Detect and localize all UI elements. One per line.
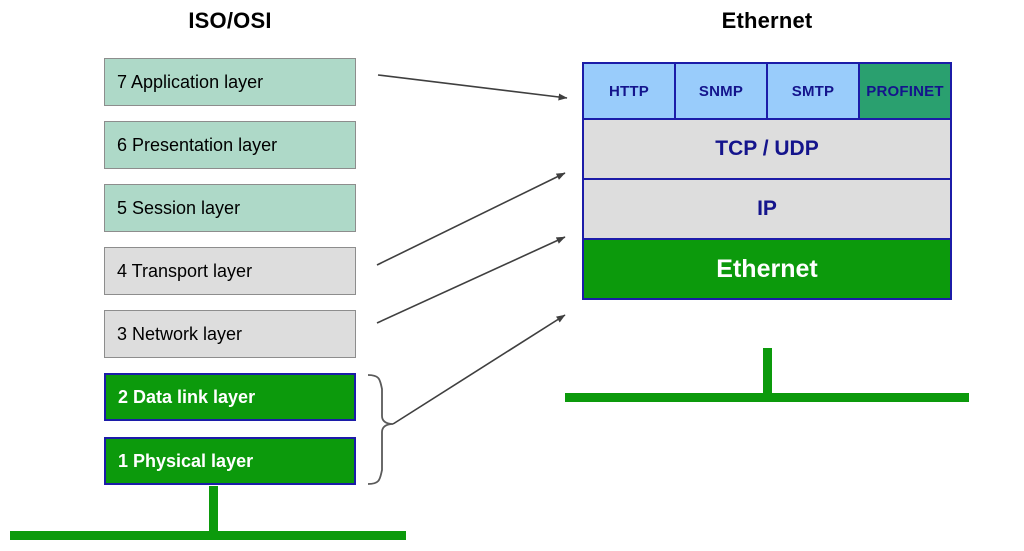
osi-layer-6-label: 6 Presentation layer <box>117 134 278 155</box>
stack-band-ethernet-label: Ethernet <box>716 254 818 283</box>
arrow-layer3-to-ip <box>376 236 566 324</box>
ethernet-bus-line <box>565 393 969 402</box>
ethernet-protocol-stack: HTTP SNMP SMTP PROFINET TCP / UDP IP Eth… <box>582 62 952 300</box>
osi-layer-1-label: 1 Physical layer <box>118 450 254 471</box>
application-protocol-row: HTTP SNMP SMTP PROFINET <box>582 62 952 120</box>
osi-bus-line <box>10 531 406 540</box>
protocol-cell-snmp-label: SNMP <box>698 82 744 100</box>
stack-band-tcp-udp-label: TCP / UDP <box>715 137 819 160</box>
osi-layer-2[interactable]: 2 Data link layer <box>104 373 356 421</box>
protocol-cell-profinet-label: PROFINET <box>866 82 944 100</box>
osi-bus-stem <box>209 486 218 534</box>
osi-layer-7[interactable]: 7 Application layer <box>104 58 356 106</box>
protocol-cell-http[interactable]: HTTP <box>582 62 676 120</box>
protocol-cell-smtp-label: SMTP <box>791 82 835 100</box>
protocol-cell-profinet[interactable]: PROFINET <box>858 62 952 120</box>
osi-layer-4[interactable]: 4 Transport layer <box>104 247 356 295</box>
osi-layer-2-label: 2 Data link layer <box>118 386 256 407</box>
osi-layer-7-label: 7 Application layer <box>117 71 264 92</box>
osi-layer-3-label: 3 Network layer <box>117 323 243 344</box>
brace-layers-1-2 <box>367 374 394 485</box>
osi-layer-5[interactable]: 5 Session layer <box>104 184 356 232</box>
protocol-cell-smtp[interactable]: SMTP <box>766 62 860 120</box>
arrow-datalink-physical-to-ethernet <box>392 314 566 425</box>
stack-band-ip-label: IP <box>757 197 777 220</box>
arrow-layer7-to-protocols <box>377 74 568 101</box>
osi-layer-4-label: 4 Transport layer <box>117 260 253 281</box>
osi-layer-5-label: 5 Session layer <box>117 197 241 218</box>
protocol-cell-http-label: HTTP <box>609 82 649 100</box>
stack-band-ethernet[interactable]: Ethernet <box>582 238 952 300</box>
osi-layer-3[interactable]: 3 Network layer <box>104 310 356 358</box>
osi-layer-6[interactable]: 6 Presentation layer <box>104 121 356 169</box>
page-title-ethernet: Ethernet <box>721 8 813 33</box>
ethernet-bus-stem <box>763 348 772 396</box>
stack-band-ip[interactable]: IP <box>582 178 952 240</box>
stack-band-tcp-udp[interactable]: TCP / UDP <box>582 118 952 180</box>
protocol-cell-snmp[interactable]: SNMP <box>674 62 768 120</box>
page-title-iso-osi: ISO/OSI <box>188 8 272 33</box>
osi-layer-1[interactable]: 1 Physical layer <box>104 437 356 485</box>
arrow-layer4-to-tcp-udp <box>376 172 566 266</box>
